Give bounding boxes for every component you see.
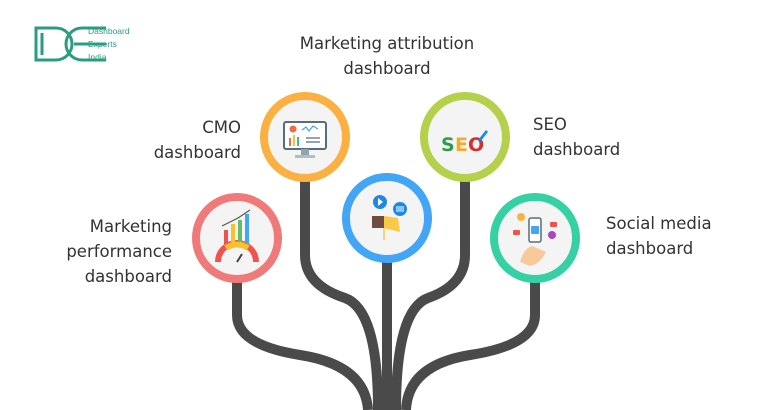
label-line: Social media <box>606 214 712 233</box>
stem <box>401 280 540 410</box>
media-flag-icon <box>372 195 407 240</box>
label-marketing-performance: Marketing performance dashboard <box>66 214 172 289</box>
monitor-chart-icon <box>283 121 327 158</box>
label-social-media: Social media dashboard <box>606 211 712 261</box>
stem <box>232 280 373 410</box>
label-line: dashboard <box>533 140 621 159</box>
svg-text:S: S <box>441 134 455 156</box>
logo-text: Dashboard Experts India <box>88 25 130 64</box>
label-marketing-attribution: Marketing attribution dashboard <box>270 31 504 81</box>
gauge-chart-icon <box>215 209 259 263</box>
label-line: performance <box>66 242 172 261</box>
node-marketing-attribution <box>342 173 432 263</box>
label-line: SEO <box>533 115 567 134</box>
label-line: dashboard <box>343 59 431 78</box>
phone-social-icon <box>513 213 557 266</box>
logo-line: Experts <box>88 39 117 49</box>
label-line: CMO <box>202 118 241 137</box>
stem <box>300 180 383 410</box>
stem <box>391 180 470 410</box>
logo-mark <box>34 26 106 62</box>
node-marketing-performance <box>192 193 282 283</box>
label-seo: SEO dashboard <box>533 112 620 162</box>
label-line: dashboard <box>84 267 172 286</box>
logo-line: Dashboard <box>88 26 130 36</box>
label-line: Marketing <box>89 217 172 236</box>
svg-text:E: E <box>455 134 468 156</box>
node-social-media <box>490 193 580 283</box>
label-line: dashboard <box>153 143 241 162</box>
label-cmo: CMO dashboard <box>154 115 241 165</box>
logo-line: India <box>88 52 107 62</box>
label-line: dashboard <box>606 239 694 258</box>
label-line: Marketing attribution <box>299 34 475 53</box>
node-cmo <box>260 92 350 182</box>
